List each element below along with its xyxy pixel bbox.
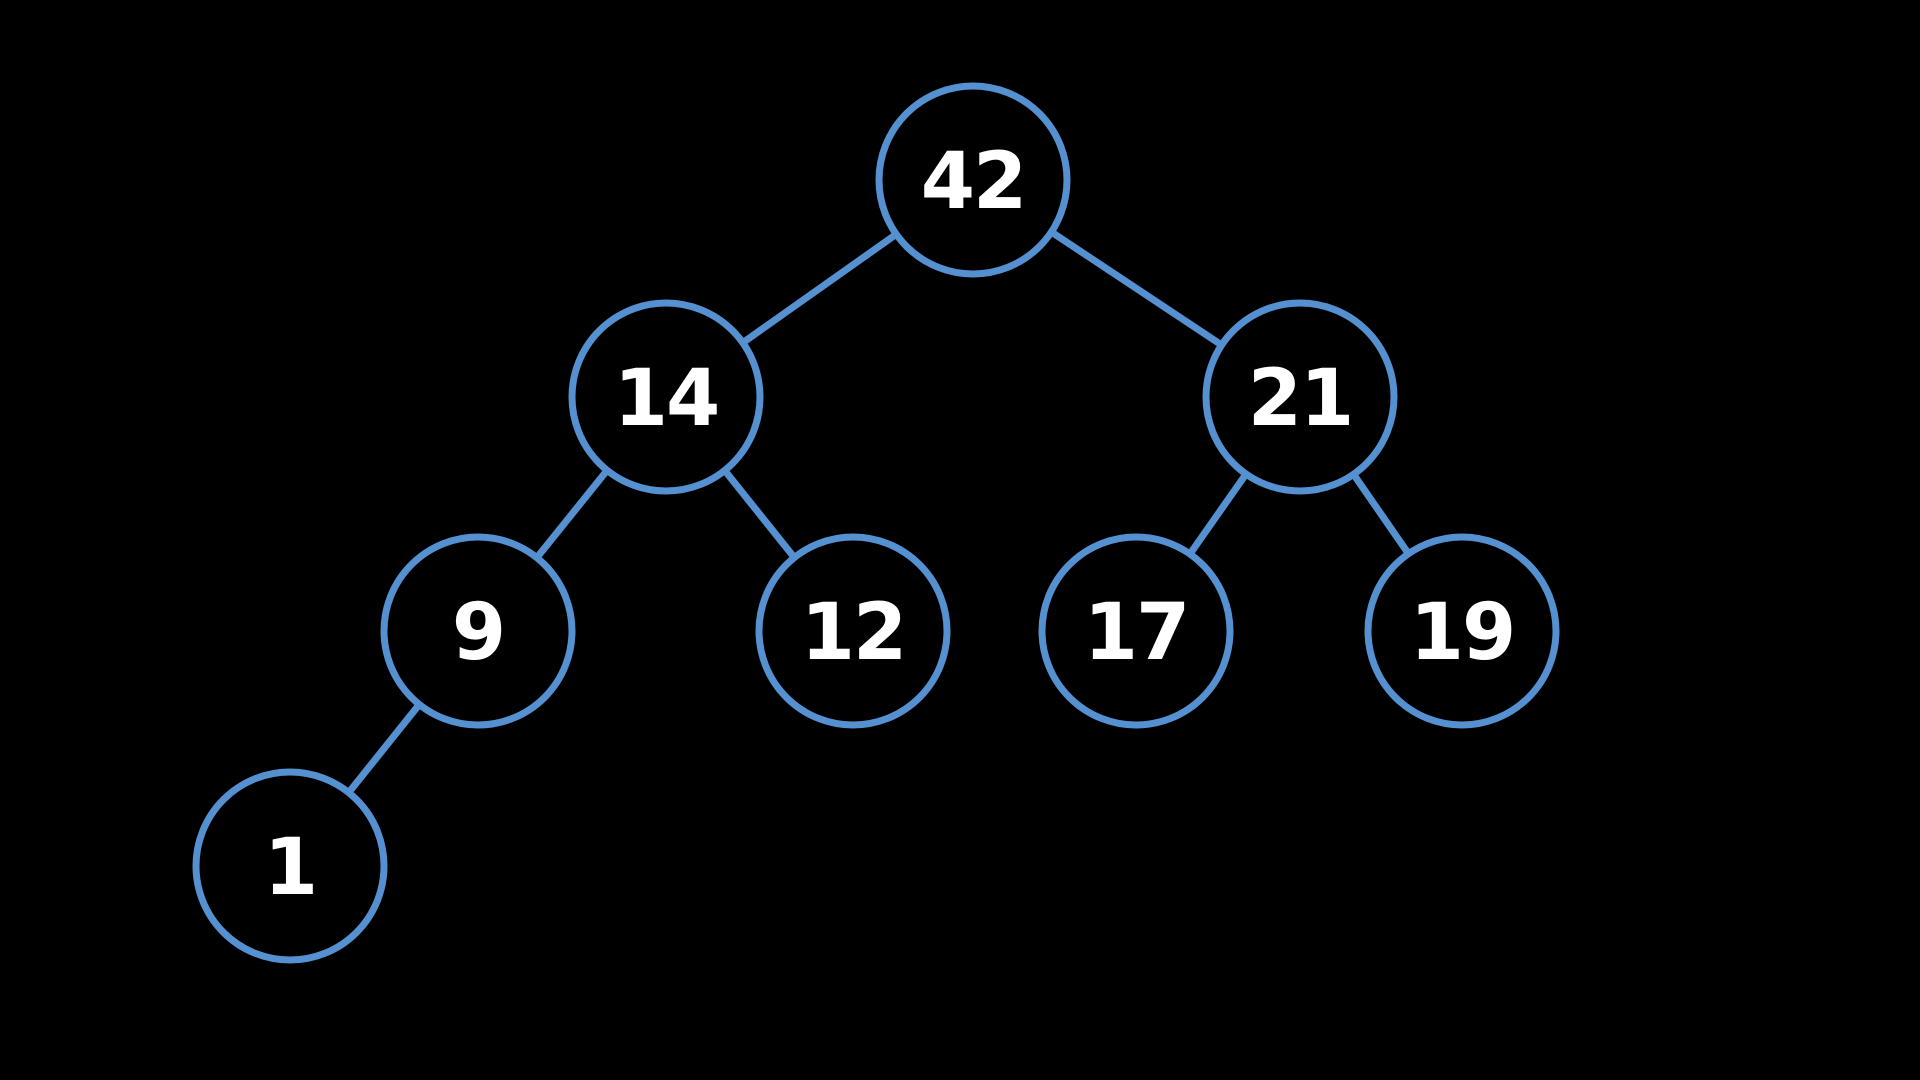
node-label: 1	[264, 823, 316, 913]
tree-node-17: 17	[1038, 533, 1234, 729]
edge-21-to-17	[1187, 471, 1249, 557]
edge-14-to-9	[534, 468, 610, 560]
node-circle	[1038, 533, 1234, 729]
tree-node-42: 42	[875, 82, 1071, 278]
edge-42-to-14	[740, 231, 899, 346]
tree-node-1: 1	[192, 768, 388, 964]
tree-node-9: 9	[380, 533, 576, 729]
node-label: 14	[614, 354, 719, 444]
node-circle	[380, 533, 576, 729]
nodes-layer: 42 14 21 9 12 17 19 1	[192, 82, 1560, 964]
node-label: 42	[921, 137, 1026, 227]
node-label: 9	[452, 588, 504, 678]
tree-node-12: 12	[755, 533, 951, 729]
tree-node-14: 14	[568, 299, 764, 495]
node-circle	[568, 299, 764, 495]
node-circle	[755, 533, 951, 729]
edge-14-to-12	[721, 468, 798, 560]
tree-node-21: 21	[1202, 299, 1398, 495]
edge-42-to-21	[1049, 229, 1224, 348]
node-label: 21	[1248, 354, 1353, 444]
tree-node-19: 19	[1364, 533, 1560, 729]
edge-21-to-19	[1350, 472, 1412, 556]
node-circle	[192, 768, 388, 964]
node-label: 17	[1084, 588, 1189, 678]
node-label: 12	[801, 588, 906, 678]
node-circle	[1202, 299, 1398, 495]
node-circle	[875, 82, 1071, 278]
edges-layer	[345, 229, 1412, 795]
node-circle	[1364, 533, 1560, 729]
edge-9-to-1	[345, 702, 423, 795]
node-label: 19	[1410, 588, 1515, 678]
